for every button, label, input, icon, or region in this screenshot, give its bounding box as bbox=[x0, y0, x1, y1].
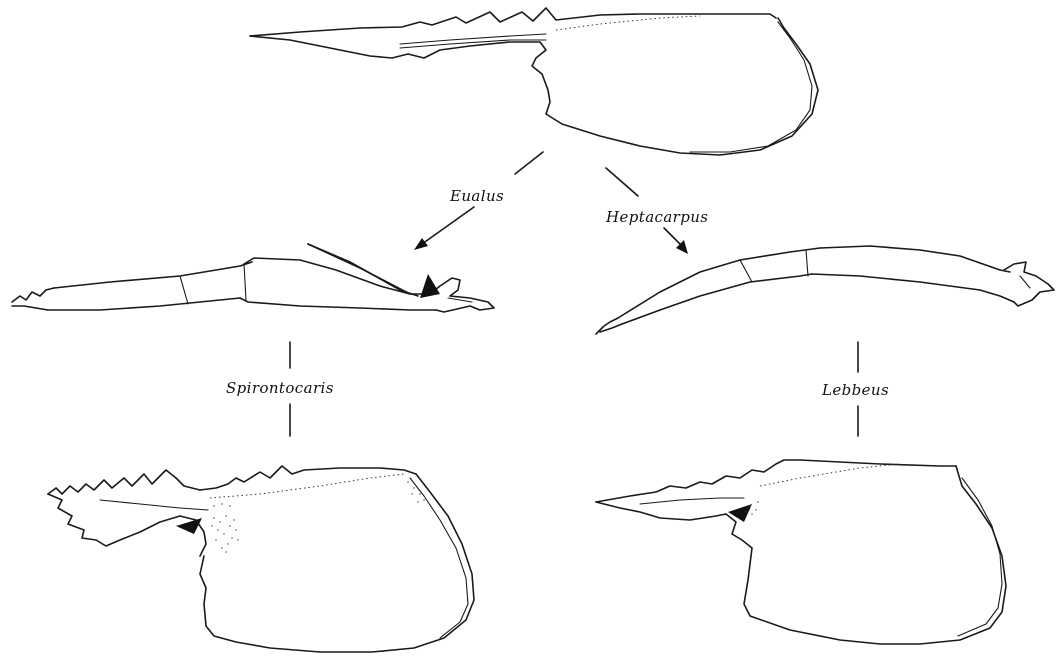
heptacarpus-appendage bbox=[596, 246, 1054, 334]
label-lebbeus: Lebbeus bbox=[821, 381, 889, 399]
stipple-texture bbox=[211, 481, 424, 552]
label-heptacarpus: Heptacarpus bbox=[605, 208, 708, 226]
ancestral-carapace bbox=[250, 8, 818, 155]
eualus-appendage bbox=[12, 244, 494, 312]
label-eualus: Eualus bbox=[449, 187, 504, 205]
lebbeus-carapace bbox=[596, 460, 1006, 644]
label-spirontocaris: Spirontocaris bbox=[226, 379, 334, 397]
spirontocaris-carapace bbox=[48, 466, 474, 652]
branch-lines-bottom bbox=[290, 342, 858, 436]
